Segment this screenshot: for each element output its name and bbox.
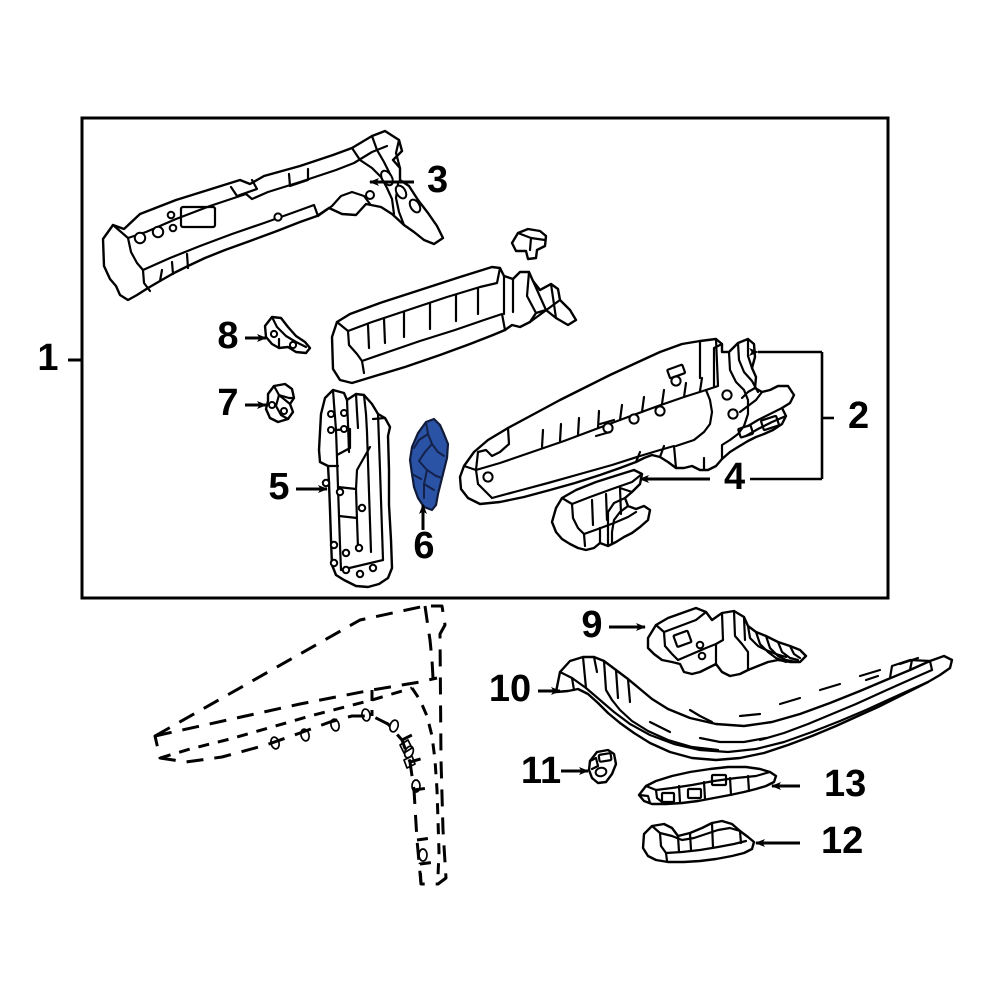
part-lower-reinforcement-bracket xyxy=(550,468,652,552)
part-small-clip-bracket xyxy=(510,227,548,261)
part-small-bracket-7 xyxy=(264,382,296,424)
part-highlighted-gusset xyxy=(408,417,450,512)
callout-label-7: 7 xyxy=(217,382,238,424)
part-fender-phantom-outline xyxy=(153,604,448,886)
callout-label-2: 2 xyxy=(848,395,869,437)
part-left-front-side-rail xyxy=(101,129,445,302)
group-box-assembly-1 xyxy=(80,116,890,600)
callout-label-4: 4 xyxy=(724,456,745,498)
callout-label-12: 12 xyxy=(821,820,863,862)
callout-label-6: 6 xyxy=(413,525,434,567)
callout-label-5: 5 xyxy=(268,466,289,508)
callout-label-10: 10 xyxy=(489,668,531,710)
callout-label-1: 1 xyxy=(37,337,58,379)
part-reinforcement-plate-13 xyxy=(637,765,778,806)
part-small-nut-bracket-11 xyxy=(587,748,618,785)
callout-label-8: 8 xyxy=(217,315,238,357)
callout-label-3: 3 xyxy=(427,159,448,201)
callout-leader-2 xyxy=(749,348,834,481)
part-right-front-side-rail xyxy=(458,337,796,506)
callout-label-11: 11 xyxy=(521,750,561,792)
callout-label-13: 13 xyxy=(824,763,866,805)
part-apron-upper-member xyxy=(330,265,578,385)
part-small-bracket-8 xyxy=(263,315,312,355)
part-reinforcement-plate-12 xyxy=(641,819,756,864)
part-radiator-support-side-panel xyxy=(317,388,394,589)
part-rocker-panel-inner xyxy=(554,654,954,762)
callout-label-9: 9 xyxy=(581,604,602,646)
part-rear-floor-crossmember xyxy=(646,606,808,678)
